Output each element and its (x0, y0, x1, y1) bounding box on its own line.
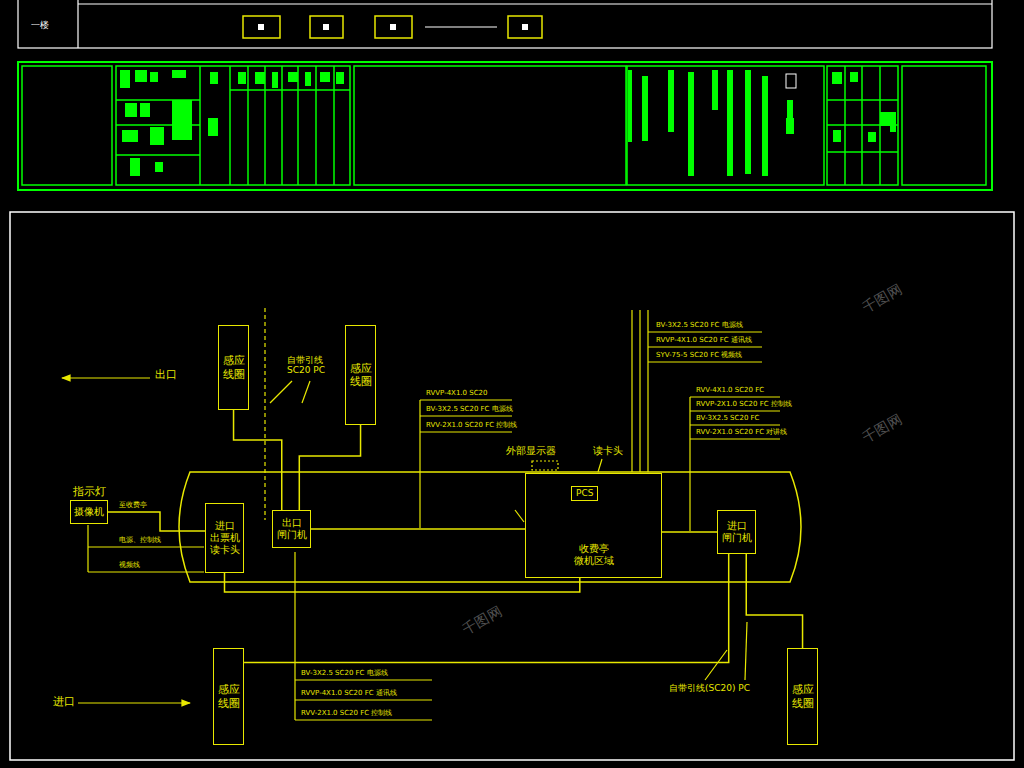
barrier-gate: 出口 闸门机 (272, 510, 311, 548)
induction-coil: 感应线圈 (345, 325, 376, 425)
node-label: 收费亭 微机区域 (573, 543, 615, 567)
cable-note: 至收费亭 (118, 501, 148, 509)
exit-arrow (62, 377, 150, 378)
wire-connector (299, 425, 360, 510)
cable-spec: SYV-75-5 SC20 FC 视频线 (655, 351, 743, 359)
node-label: 出口 闸门机 (276, 517, 307, 541)
induction-coil: 感应线圈 (213, 648, 244, 745)
floor-label: 一楼 (30, 20, 50, 30)
entry-label: 进口 (52, 696, 76, 709)
watermark: 千图网 (459, 602, 505, 638)
cable-note: 视频线 (118, 561, 141, 569)
ticket-machine: 进口 出票机 读卡头 (205, 503, 244, 573)
induction-coil: 感应线圈 (787, 648, 818, 745)
device-label: 读卡头 (592, 445, 624, 457)
cable-spec: RVV-2X1.0 SC20 FC 控制线 (300, 709, 393, 717)
cable-note: 自带引线 SC20 PC (286, 355, 329, 376)
legend-table-frame (18, 62, 992, 190)
node-label: PCS (576, 488, 593, 499)
node-heading: 指示灯 (73, 485, 106, 498)
lane-outline (179, 472, 801, 582)
cable-spec: RVVP-2X1.0 SC20 FC 控制线 (695, 400, 793, 408)
wiring (62, 308, 780, 720)
barrier-gate: 进口 闸门机 (717, 510, 756, 554)
exit-label: 出口 (154, 369, 178, 382)
cable-spec: RVV-2X1.0 SC20 FC 控制线 (425, 421, 518, 429)
cable-spec: RVV-4X1.0 SC20 FC (695, 386, 765, 394)
wire-connector (662, 531, 717, 533)
title-marks (258, 24, 528, 30)
pc-box: PCS (571, 486, 598, 501)
wire-connector (234, 410, 282, 510)
cable-spec: BV-3X2.5 SC20 FC 电源线 (655, 321, 744, 329)
device-label: 外部显示器 (505, 445, 557, 457)
induction-coil: 感应线圈 (218, 325, 249, 410)
toll-booth: 收费亭 微机区域 PCS (525, 473, 662, 578)
title-frame (10, 0, 1014, 760)
node-label: 感应线圈 (791, 683, 814, 709)
legend-symbol (786, 74, 796, 88)
cable-note: 自带引线(SC20) PC (668, 683, 751, 693)
watermark: 千图网 (859, 410, 905, 446)
cable-spec: BV-3X2.5 SC20 FC 电源线 (300, 669, 389, 677)
cable-note: 电源、控制线 (118, 536, 162, 544)
watermark: 千图网 (859, 280, 905, 316)
entry-arrow (78, 702, 190, 703)
cable-spec: RVVP-4X1.0 SC20 FC 通讯线 (300, 689, 398, 697)
cable-spec: BV-3X2.5 SC20 FC (695, 414, 760, 422)
legend-symbols (120, 70, 896, 176)
camera-indicator: 指示灯摄像机 (70, 500, 108, 524)
cable-spec: BV-3X2.5 SC20 FC 电源线 (425, 405, 514, 413)
wire-connector (108, 512, 205, 531)
cable-spec: RVV-2X1.0 SC20 FC 对讲线 (695, 428, 788, 436)
cable-spec: RVVP-4X1.0 SC20 FC 通讯线 (655, 336, 753, 344)
node-label: 感应线圈 (222, 354, 245, 380)
wire-connector (311, 528, 525, 530)
node-label: 感应线圈 (349, 362, 372, 388)
cable-spec: RVVP-4X1.0 SC20 (425, 389, 489, 397)
title-boxes (243, 16, 542, 38)
node-label: 进口 出票机 读卡头 (209, 520, 240, 556)
node-label: 进口 闸门机 (721, 520, 752, 544)
node-label: 摄像机 (74, 506, 104, 518)
node-label: 感应线圈 (217, 683, 240, 709)
wire-connector (746, 554, 802, 648)
